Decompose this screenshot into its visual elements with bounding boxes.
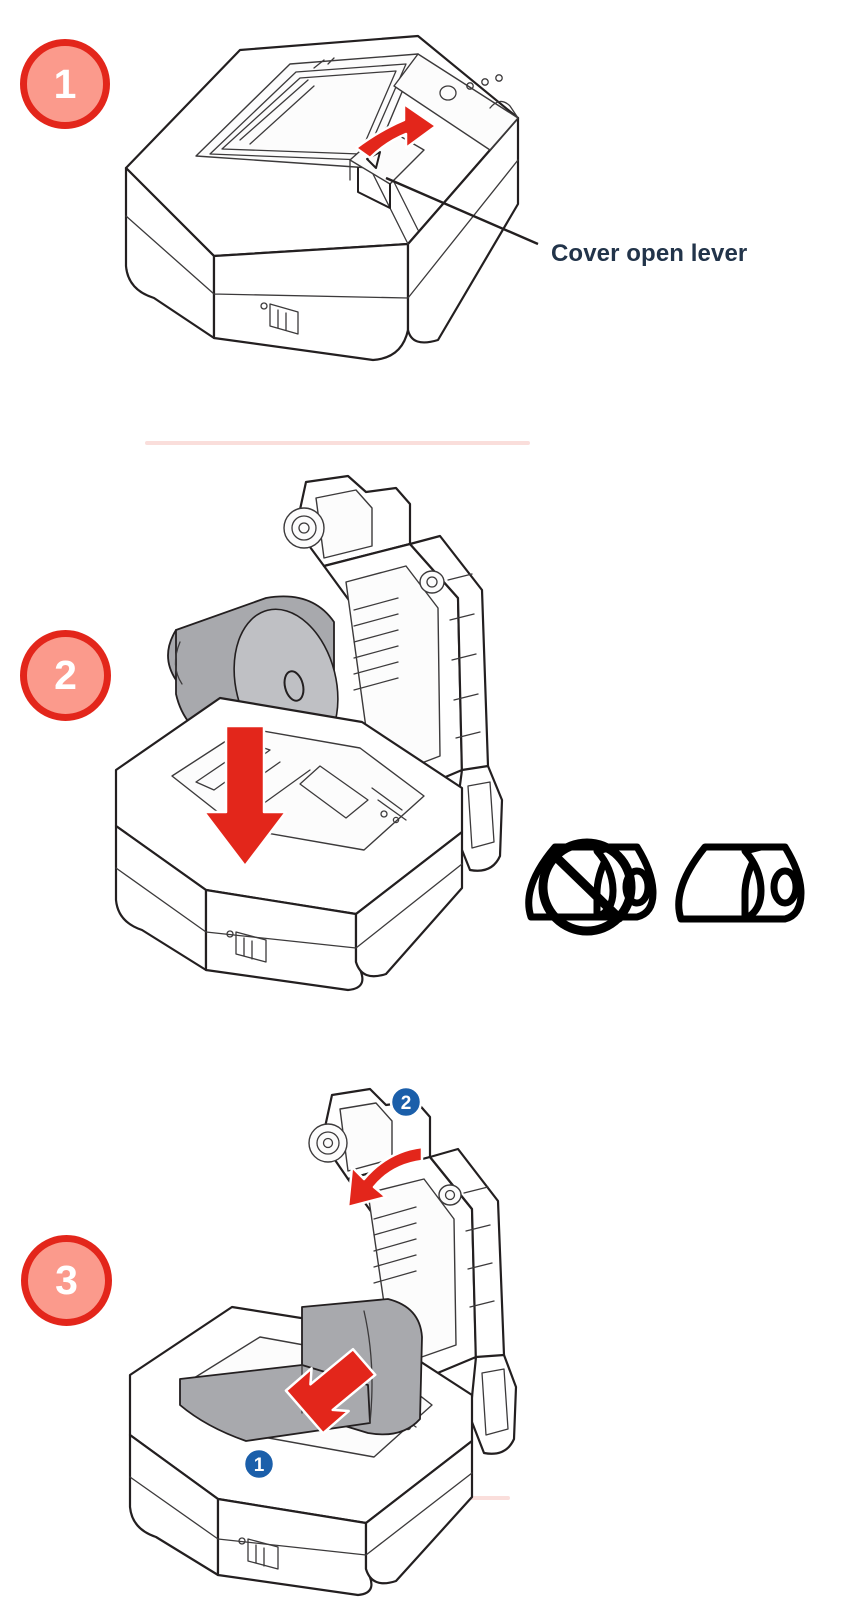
open-printer-pull-paper-illustration [120, 1075, 520, 1597]
substep-marker-2: 2 [389, 1085, 423, 1119]
step-section-1: 1 [0, 0, 866, 445]
open-printer-roll-insert-illustration [110, 470, 520, 992]
step-badge-2: 2 [20, 630, 111, 721]
step-badge-1-number: 1 [53, 60, 77, 107]
roll-orientation-icons [495, 825, 815, 945]
section-divider-1 [145, 441, 530, 445]
step-badge-3-number: 3 [55, 1257, 78, 1303]
substep-marker-1-label: 1 [254, 1455, 265, 1476]
closed-printer-illustration [118, 8, 539, 378]
step-badge-1: 1 [20, 39, 110, 129]
step-section-3: 3 [0, 1055, 866, 1620]
step-badge-3: 3 [21, 1235, 112, 1326]
step-section-2: 2 [0, 445, 866, 1500]
roll-orientation-incorrect-icon [525, 838, 657, 936]
substep-marker-2-label: 2 [401, 1093, 412, 1114]
step-badge-2-number: 2 [54, 652, 77, 698]
roll-orientation-correct-icon [675, 843, 805, 923]
cover-open-lever-label: Cover open lever [551, 240, 748, 267]
substep-marker-1: 1 [242, 1447, 276, 1481]
